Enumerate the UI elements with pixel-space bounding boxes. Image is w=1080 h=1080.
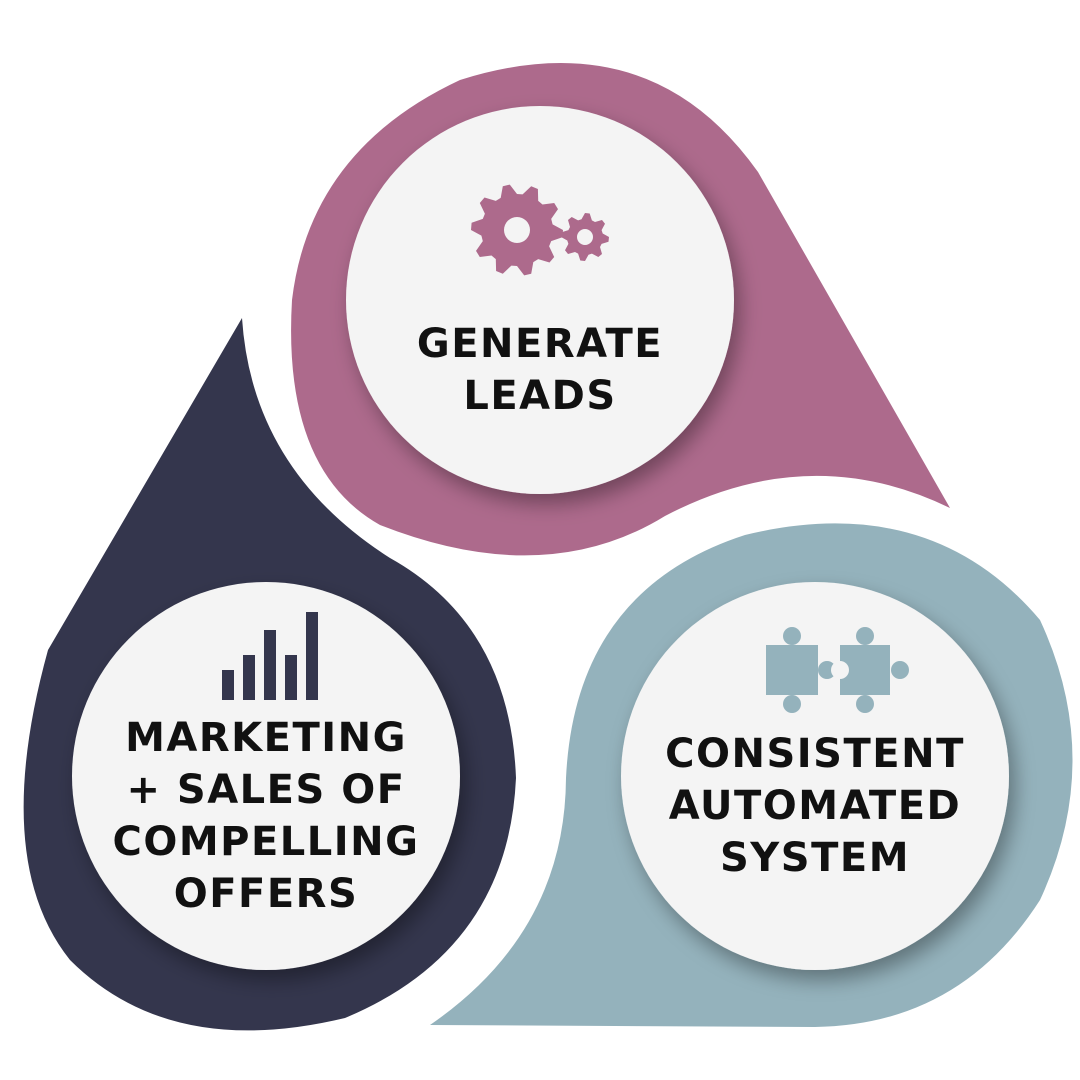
- marketing-sales-line-1: MARKETING: [125, 715, 407, 761]
- consistent-system-line-2: AUTOMATED: [668, 783, 962, 829]
- consistent-system-label: CONSISTENT AUTOMATED SYSTEM: [640, 728, 990, 884]
- large-gear: [471, 184, 563, 276]
- left-inner-circle: [72, 582, 460, 970]
- bar-3: [264, 630, 276, 700]
- marketing-sales-line-4: OFFERS: [173, 871, 359, 917]
- marketing-sales-label: MARKETING + SALES OF COMPELLING OFFERS: [96, 712, 436, 920]
- right-inner-circle: [621, 582, 1009, 970]
- marketing-sales-line-3: COMPELLING: [112, 819, 420, 865]
- bar-chart-icon: [222, 612, 318, 700]
- small-gear: [561, 213, 609, 261]
- generate-leads-label: GENERATE LEADS: [390, 318, 690, 422]
- bar-5: [306, 612, 318, 700]
- bar-4: [285, 655, 297, 700]
- generate-leads-line-2: LEADS: [463, 373, 617, 419]
- marketing-sales-line-2: + SALES OF: [126, 767, 406, 813]
- gears-icon: [471, 184, 609, 276]
- bar-1: [222, 670, 234, 700]
- consistent-system-line-1: CONSISTENT: [665, 731, 965, 777]
- bar-2: [243, 655, 255, 700]
- generate-leads-line-1: GENERATE: [416, 321, 664, 367]
- top-inner-circle: [346, 106, 734, 494]
- consistent-system-line-3: SYSTEM: [720, 835, 910, 881]
- puzzle-icon: [766, 627, 909, 713]
